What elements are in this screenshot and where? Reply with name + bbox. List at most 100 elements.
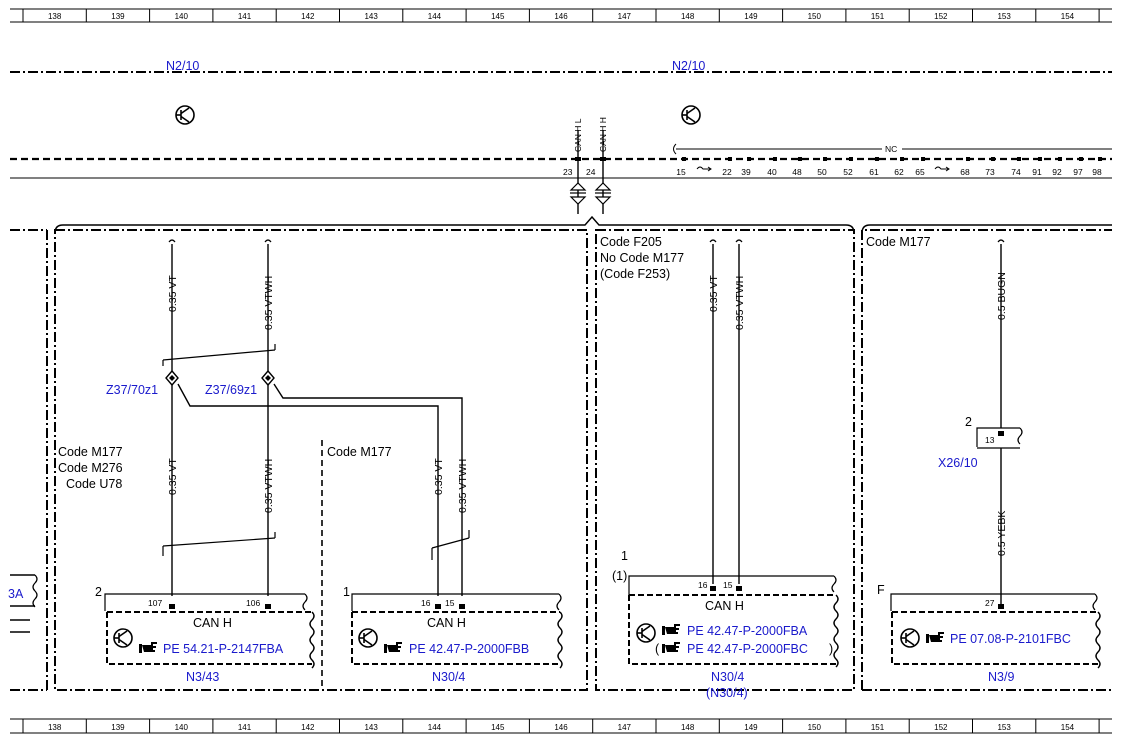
nc-pin-number: 50 <box>817 167 827 177</box>
pin-marker <box>1038 157 1042 161</box>
ruler-label: 149 <box>744 723 758 732</box>
top-module-n2-10: N2/10 N2/10 <box>10 59 1112 179</box>
pe-reference-link[interactable]: PE 42.47-P-2000FBA <box>687 624 808 638</box>
control-unit-icon <box>175 105 195 125</box>
ruler-label: 138 <box>48 12 62 21</box>
ruler-label: 154 <box>1061 12 1075 21</box>
break-symbol <box>696 166 712 172</box>
ruler-label: 147 <box>618 723 632 732</box>
nc-pin-number: 65 <box>915 167 925 177</box>
pe-reference-link[interactable]: PE 42.47-P-2000FBB <box>409 642 529 656</box>
pin-marker <box>773 157 777 161</box>
wire-label: 0.35 VTWH <box>734 276 746 330</box>
section-n30-4-alt: Code F205 No Code M177 (Code F253) 0.35 … <box>595 229 855 700</box>
ruler-label: 152 <box>934 723 948 732</box>
pe-reference-link[interactable]: PE 54.21-P-2147FBA <box>163 642 284 656</box>
can-label: CAN H <box>427 616 466 630</box>
pin-marker <box>900 157 904 161</box>
code-text: (Code F253) <box>600 267 670 281</box>
ruler-label: 140 <box>175 723 189 732</box>
code-text: No Code M177 <box>600 251 684 265</box>
pe-reference-link[interactable]: PE 07.08-P-2101FBC <box>950 632 1071 646</box>
wire-label: 0.35 VTWH <box>263 276 275 330</box>
component-label-alt: (N30/4) <box>706 686 748 700</box>
pin-marker <box>966 157 970 161</box>
nc-pin-number: 74 <box>1011 167 1021 177</box>
nc-pin-number: 15 <box>676 167 686 177</box>
ruler-label: 139 <box>111 723 125 732</box>
nc-label: NC <box>885 144 897 154</box>
connector-number: 1 <box>621 549 628 563</box>
hand-pointer-icon <box>139 642 157 653</box>
wire-label: 0.35 VT <box>708 275 720 312</box>
wire-label: 0.35 VT <box>433 458 445 495</box>
pin-marker <box>921 157 925 161</box>
can-splice-symbol <box>569 182 612 205</box>
ruler-label: 143 <box>364 723 378 732</box>
control-unit-icon <box>900 628 920 648</box>
nc-pin-number: 73 <box>985 167 995 177</box>
connector-number: 1 <box>343 585 350 599</box>
ruler-label: 141 <box>238 12 252 21</box>
pin-marker <box>1079 157 1083 161</box>
splice-label: Z37/70z1 <box>106 383 158 397</box>
ruler-label: 153 <box>997 723 1011 732</box>
pin-marker <box>1098 157 1102 161</box>
ruler-label: 146 <box>554 723 568 732</box>
pin-number: 15 <box>445 598 455 608</box>
hand-pointer-icon <box>384 642 402 653</box>
ruler-label: 140 <box>175 12 189 21</box>
nc-pin-number: 22 <box>722 167 732 177</box>
wire-label: 0.35 VT <box>167 458 179 495</box>
ruler-label: 148 <box>681 12 695 21</box>
pin-number: 106 <box>246 598 260 608</box>
can-h-pin: 24 <box>586 167 596 177</box>
pe-reference-link[interactable]: PE 42.47-P-2000FBC <box>687 642 808 656</box>
pin-marker <box>1058 157 1062 161</box>
pin-marker <box>728 157 732 161</box>
ruler-label: 149 <box>744 12 758 21</box>
connector-label[interactable]: X26/10 <box>938 456 978 470</box>
wire-label: 0.5 BUGN <box>996 272 1008 320</box>
ruler-label: 144 <box>428 723 442 732</box>
control-unit-icon <box>636 623 656 643</box>
pin-marker <box>682 157 686 161</box>
can-l-pin: 23 <box>563 167 573 177</box>
pin-number: 16 <box>421 598 431 608</box>
hand-pointer-icon <box>662 624 680 635</box>
ruler-label: 142 <box>301 723 315 732</box>
connector-number: 2 <box>965 415 972 429</box>
pin-marker <box>991 157 995 161</box>
connector-number-alt: (1) <box>612 569 627 583</box>
pin-marker <box>849 157 853 161</box>
ruler-label: 141 <box>238 723 252 732</box>
ruler-label: 153 <box>997 12 1011 21</box>
control-unit-icon <box>113 628 133 648</box>
ruler-label: 150 <box>808 12 822 21</box>
ruler-label: 142 <box>301 12 315 21</box>
code-text: Code F205 <box>600 235 662 249</box>
hand-pointer-icon <box>662 642 680 653</box>
ruler-label: 148 <box>681 723 695 732</box>
module-label-right: N2/10 <box>672 59 705 73</box>
pin-number: 13 <box>985 435 995 445</box>
nc-pin-number: 97 <box>1073 167 1083 177</box>
splice-label: Z37/69z1 <box>205 383 257 397</box>
component-label: N3/43 <box>186 670 219 684</box>
control-unit-icon <box>681 105 701 125</box>
pin-marker <box>747 157 751 161</box>
nc-pin-number: 68 <box>960 167 970 177</box>
ruler-label: 150 <box>808 723 822 732</box>
nc-pin-number: 52 <box>843 167 853 177</box>
ruler-label: 152 <box>934 12 948 21</box>
wire-label: 0.35 VTWH <box>457 459 469 513</box>
nc-pin-number: 39 <box>741 167 751 177</box>
nc-pin-number: 62 <box>894 167 904 177</box>
pin-marker <box>1017 157 1021 161</box>
code-text: Code U78 <box>66 477 122 491</box>
pin-marker <box>875 157 879 161</box>
ruler-label: 139 <box>111 12 125 21</box>
